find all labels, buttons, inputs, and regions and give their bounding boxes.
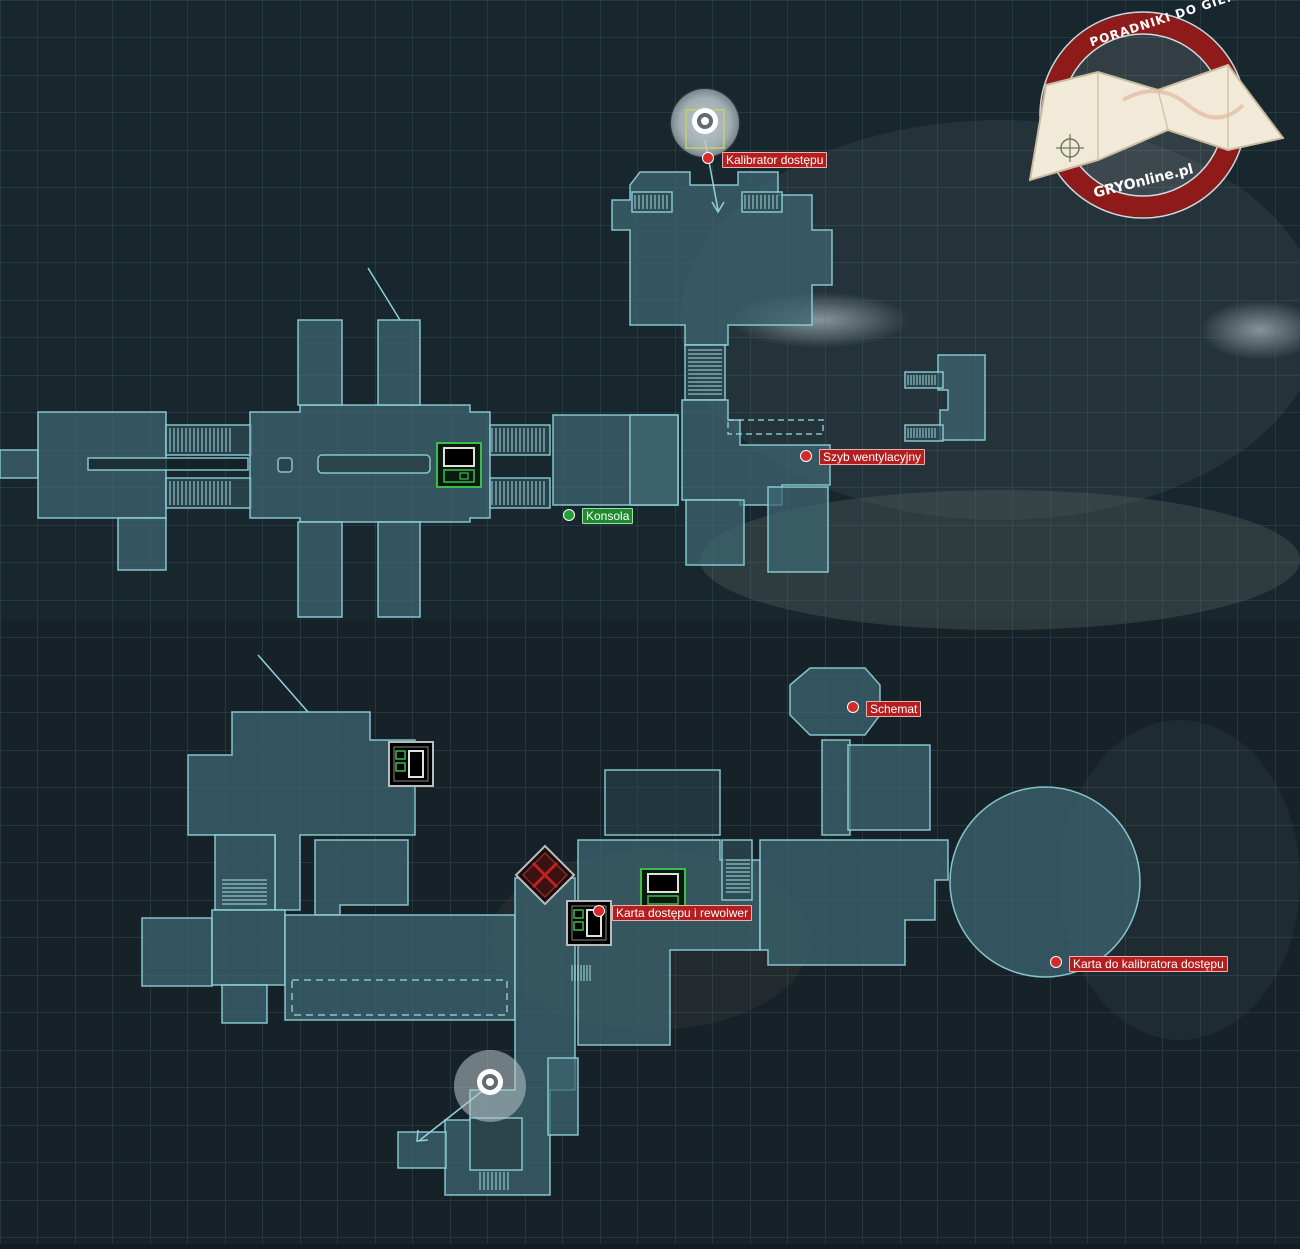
gryonline-logo[interactable]: PORADNIKI DO GIER GRYOnline.pl [1028, 0, 1290, 220]
elevator-icon[interactable] [668, 86, 742, 160]
terminal-icon[interactable] [566, 900, 612, 946]
marker-label: Kalibrator dostępu [722, 152, 828, 168]
southwest-wing [141, 711, 579, 1196]
marker-label: Konsola [582, 508, 634, 524]
marker-label: Karta dostępu i rewolwer [612, 905, 753, 921]
north-wing [611, 171, 986, 573]
marker-label: Szyb wentylacyjny [819, 449, 926, 465]
console-marker-icon [563, 509, 575, 521]
save-station-glyph [436, 442, 482, 488]
elevator-bottom-glyph [454, 1050, 526, 1122]
floorplan [0, 171, 1141, 1196]
save-station-glyph [640, 868, 686, 908]
terminal-glyph [388, 741, 434, 787]
marker-label: Karta do kalibratora dostępu [1069, 956, 1228, 972]
logo-graphic [1028, 11, 1285, 219]
hazard-icon [514, 844, 576, 906]
item-marker-icon [593, 905, 605, 917]
southeast-wing [577, 667, 1141, 1046]
terminal-icon[interactable] [388, 741, 434, 787]
marker-label: Schemat [866, 701, 922, 717]
elevator-top-glyph [669, 87, 741, 159]
stairs [169, 195, 936, 1190]
save-station-icon[interactable] [640, 868, 686, 908]
elevator-icon[interactable] [452, 1048, 528, 1124]
save-station-icon[interactable] [436, 442, 482, 488]
terminal-glyph [566, 900, 612, 946]
hazard-glyph [514, 844, 576, 906]
item-marker-icon [847, 701, 859, 713]
item-marker-icon [702, 152, 714, 164]
item-marker-icon [1050, 956, 1062, 968]
item-marker-icon [800, 450, 812, 462]
